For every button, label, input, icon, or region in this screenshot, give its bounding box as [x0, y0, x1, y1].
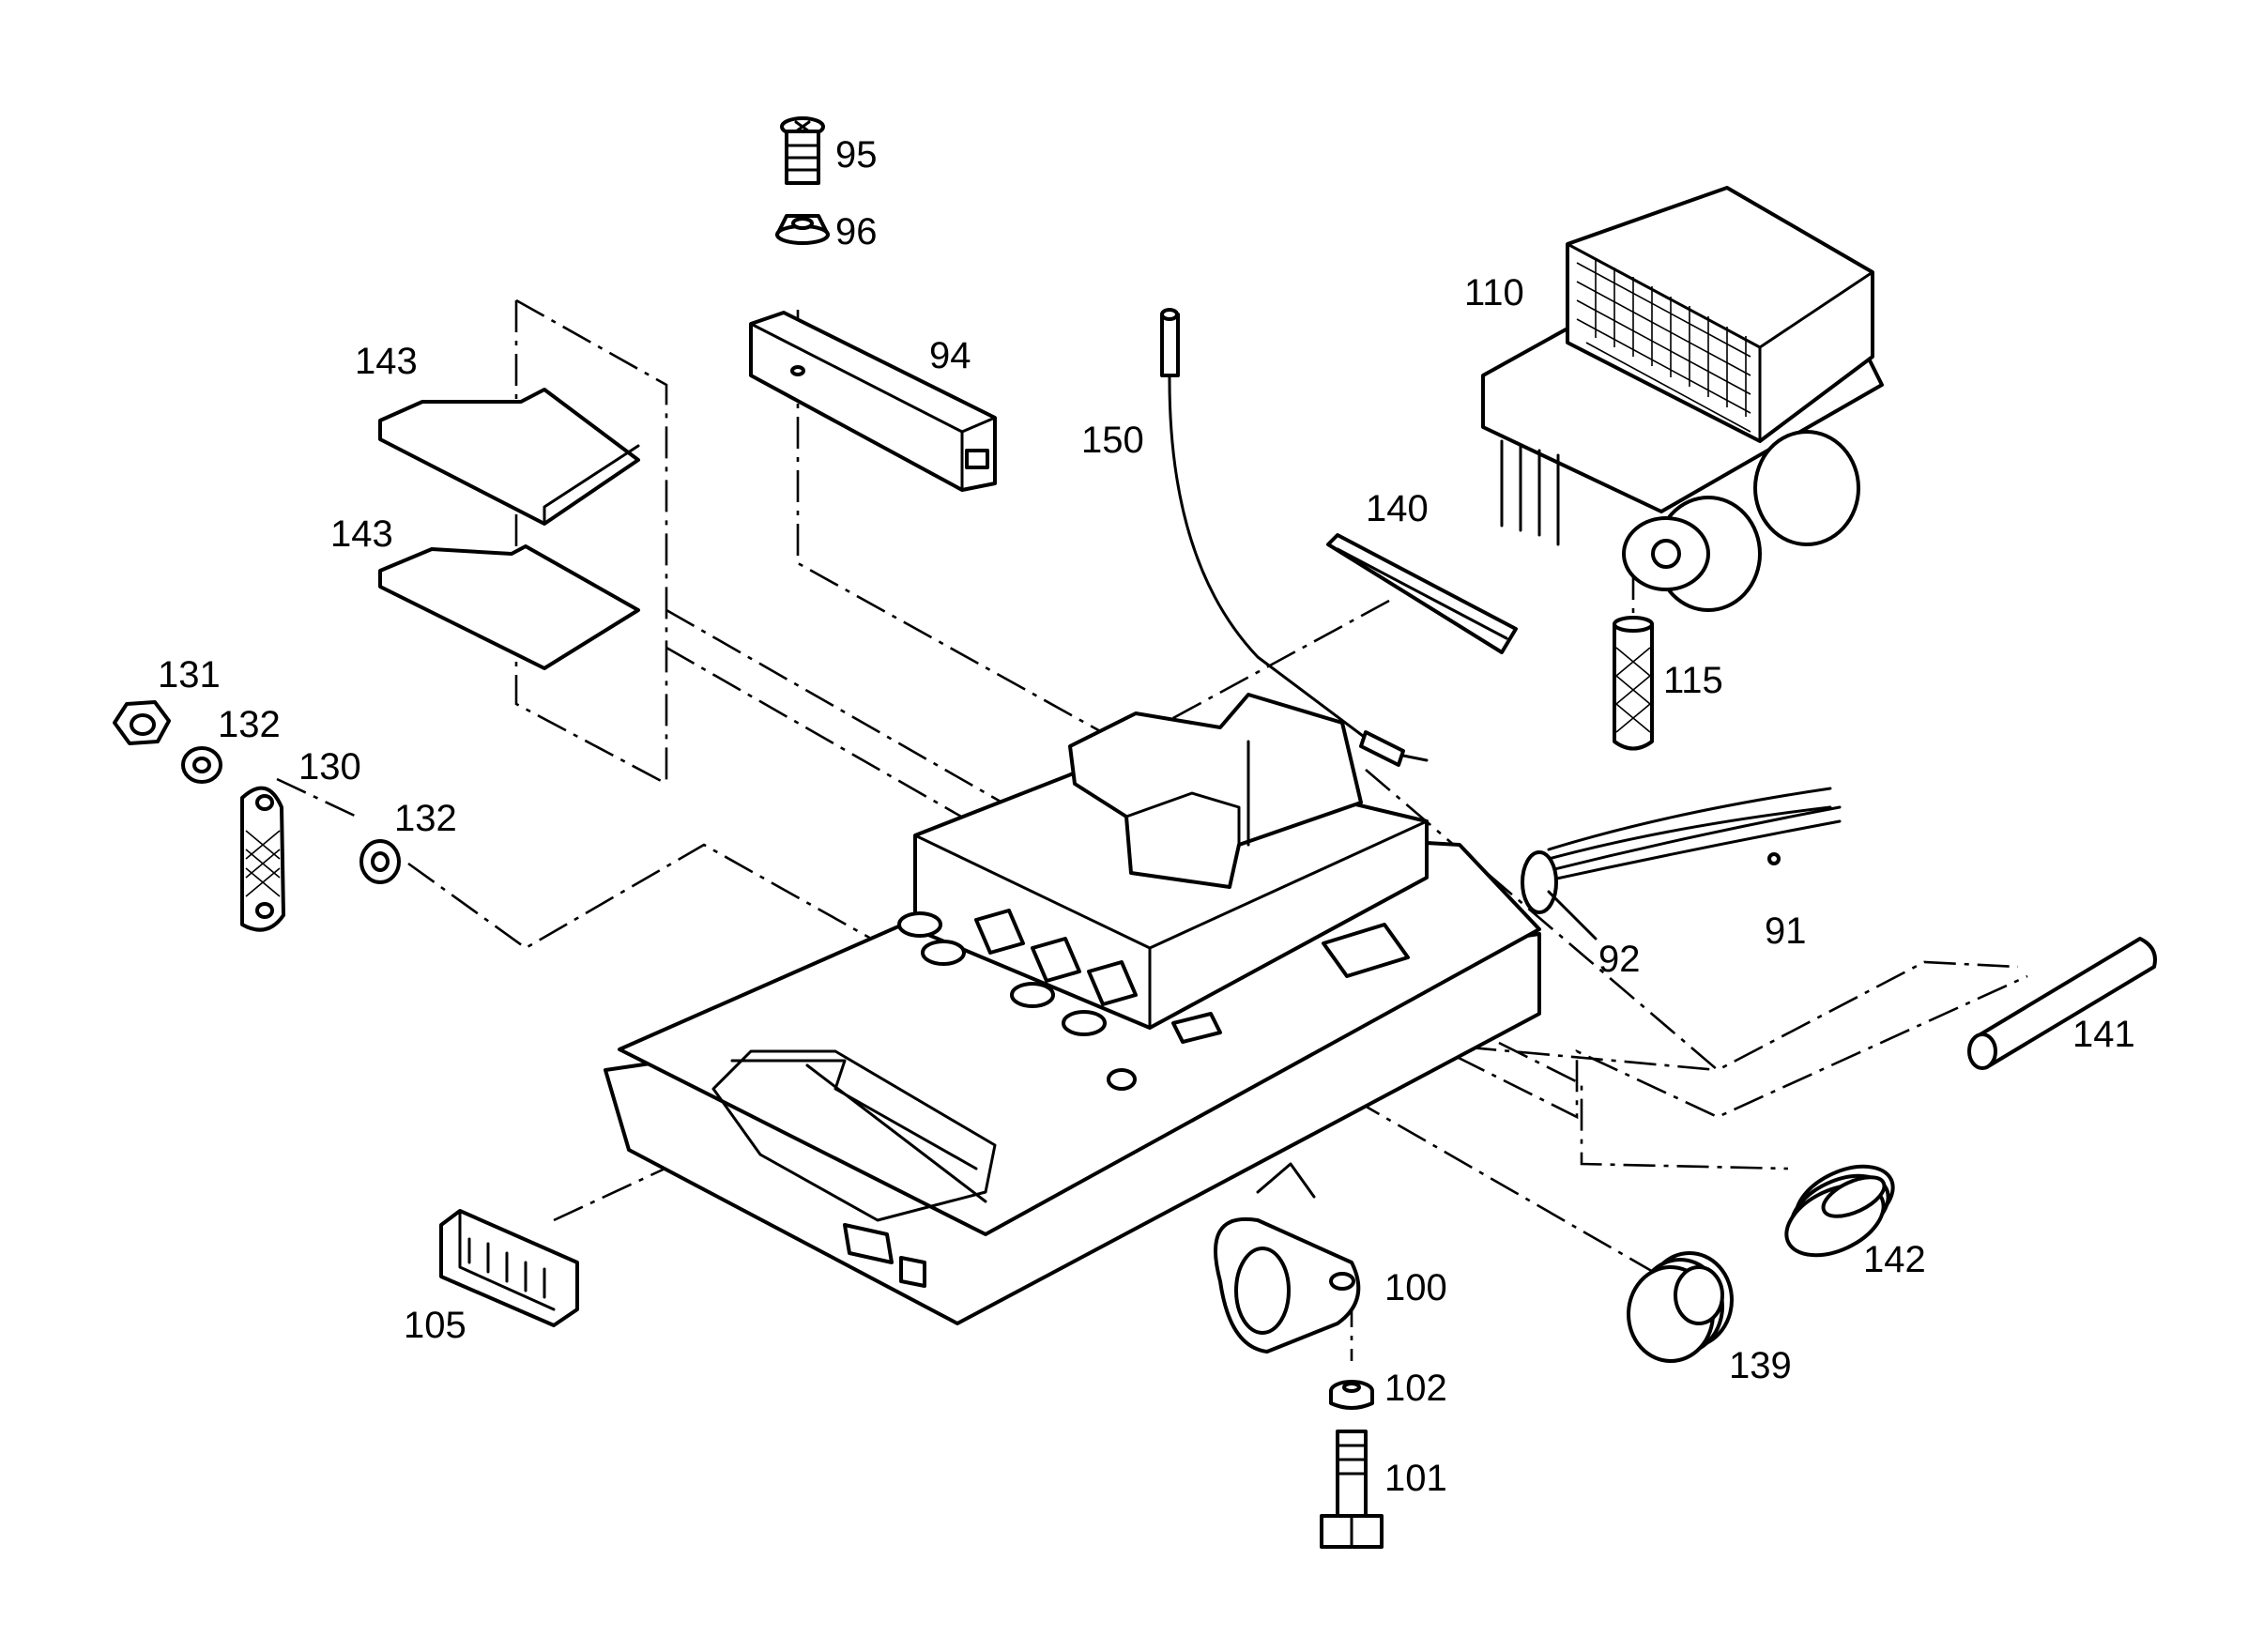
label-110: 110	[1464, 272, 1524, 314]
sleeve-115	[1613, 616, 1654, 751]
label-132-lower: 132	[394, 798, 457, 839]
label-95: 95	[835, 134, 878, 176]
washer-132-lower	[359, 839, 401, 884]
label-132-upper: 132	[218, 704, 281, 745]
nut-131	[113, 700, 171, 745]
pad-143-upper	[378, 388, 640, 526]
round-grommet-139	[1627, 1251, 1734, 1363]
pad-143-lower	[378, 544, 640, 670]
label-140: 140	[1366, 488, 1429, 529]
grommet-92	[1521, 850, 1598, 941]
washer-132-upper	[181, 746, 222, 784]
label-115: 115	[1663, 660, 1723, 701]
label-102: 102	[1384, 1368, 1447, 1409]
label-142: 142	[1863, 1239, 1926, 1280]
base-housing	[604, 693, 1541, 1325]
strap-130	[240, 786, 285, 932]
label-139: 139	[1729, 1345, 1792, 1386]
socket-row	[897, 909, 1138, 1091]
label-131: 131	[158, 654, 221, 696]
label-150: 150	[1081, 420, 1144, 461]
clip-140	[1326, 533, 1518, 654]
connector-105	[439, 1209, 579, 1327]
label-92: 92	[1598, 939, 1641, 980]
cables-91	[1537, 787, 1842, 884]
screw-95	[780, 116, 825, 185]
bolt-101	[1320, 1430, 1384, 1549]
label-100: 100	[1384, 1267, 1447, 1308]
rod-141	[1967, 937, 2157, 1070]
washer-96	[775, 214, 830, 245]
label-101: 101	[1384, 1458, 1447, 1499]
label-143-lower: 143	[330, 513, 393, 555]
label-91: 91	[1765, 910, 1807, 952]
label-94: 94	[929, 335, 971, 376]
label-130: 130	[298, 746, 361, 788]
label-105: 105	[404, 1305, 466, 1346]
label-143-upper: 143	[355, 341, 418, 382]
clamp-100	[1214, 1162, 1361, 1354]
transformer-110	[1481, 186, 1884, 612]
part-labels: 95 96 94 110 143 143 150 140 115 131 132…	[158, 134, 2135, 1499]
washer-102	[1329, 1380, 1374, 1410]
oval-grommet-142	[1784, 1164, 1895, 1258]
label-96: 96	[835, 211, 878, 252]
terminal-bar-94	[749, 311, 997, 492]
cable-150	[1160, 308, 1429, 767]
label-141: 141	[2072, 1014, 2135, 1055]
